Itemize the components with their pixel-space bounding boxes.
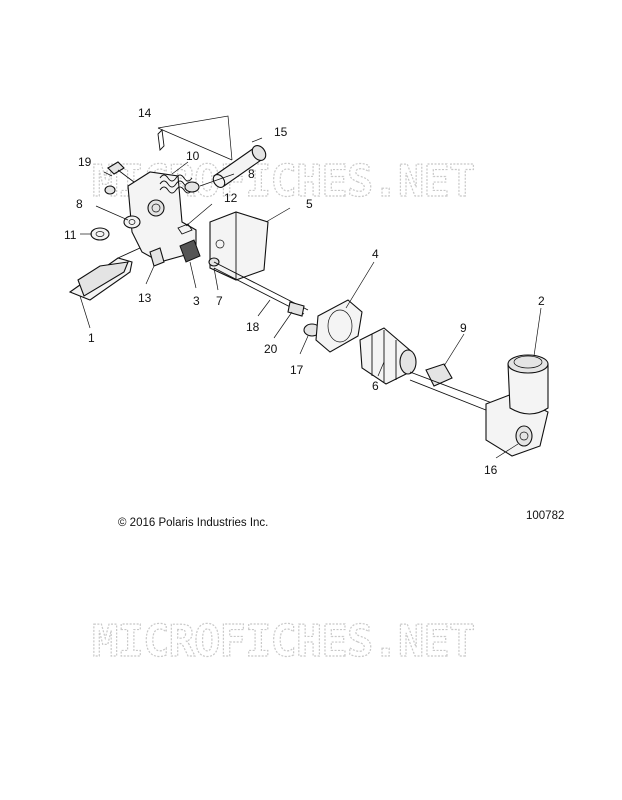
callout-12: 12 (224, 191, 238, 205)
callout-10: 10 (186, 149, 200, 163)
diagram-id: 100782 (526, 510, 564, 522)
leader-lines (79, 115, 542, 459)
push-rod (213, 261, 309, 317)
callout-2: 2 (538, 294, 545, 308)
bushing (184, 181, 200, 193)
callout-14: 14 (138, 106, 152, 120)
callout-19: 19 (78, 155, 92, 169)
rubber-boot (359, 327, 417, 385)
callout-1: 1 (88, 331, 95, 345)
callout-9: 9 (460, 321, 467, 335)
reservoir-cap (507, 354, 549, 374)
retaining-clip (177, 223, 193, 235)
outlet-fitting (515, 425, 533, 447)
callout-8-left: 8 (76, 197, 83, 211)
watermark-bottom: MICROFICHES.NET (92, 616, 474, 667)
cotter-pin (157, 129, 165, 151)
bolt (107, 161, 135, 183)
flat-washer (90, 227, 110, 241)
pivot-bore (147, 199, 165, 217)
callout-3: 3 (193, 294, 200, 308)
pedal-bracket (127, 171, 197, 263)
gasket-plate (315, 299, 363, 353)
callout-8-top: 8 (248, 167, 255, 181)
callout-13: 13 (138, 291, 152, 305)
callout-11: 11 (64, 228, 77, 242)
callout-7: 7 (216, 294, 223, 308)
callout-labels: 1 2 3 4 5 6 7 8 8 9 10 11 12 13 14 15 16… (64, 106, 545, 477)
copyright: © 2016 Polaris Industries Inc. (118, 517, 268, 529)
master-cylinder (409, 354, 549, 457)
callout-20: 20 (264, 342, 278, 356)
stud (149, 247, 165, 267)
callout-5: 5 (306, 197, 313, 211)
reservoir (507, 363, 549, 415)
callout-4: 4 (372, 247, 379, 261)
callout-16: 16 (484, 463, 498, 477)
brake-switch (179, 239, 201, 263)
callout-18: 18 (246, 320, 260, 334)
washer (123, 215, 141, 229)
callout-15: 15 (274, 125, 288, 139)
pedal-pad (77, 261, 129, 297)
callout-17: 17 (290, 363, 304, 377)
callout-6: 6 (372, 379, 379, 393)
sensor-housing (209, 211, 269, 281)
